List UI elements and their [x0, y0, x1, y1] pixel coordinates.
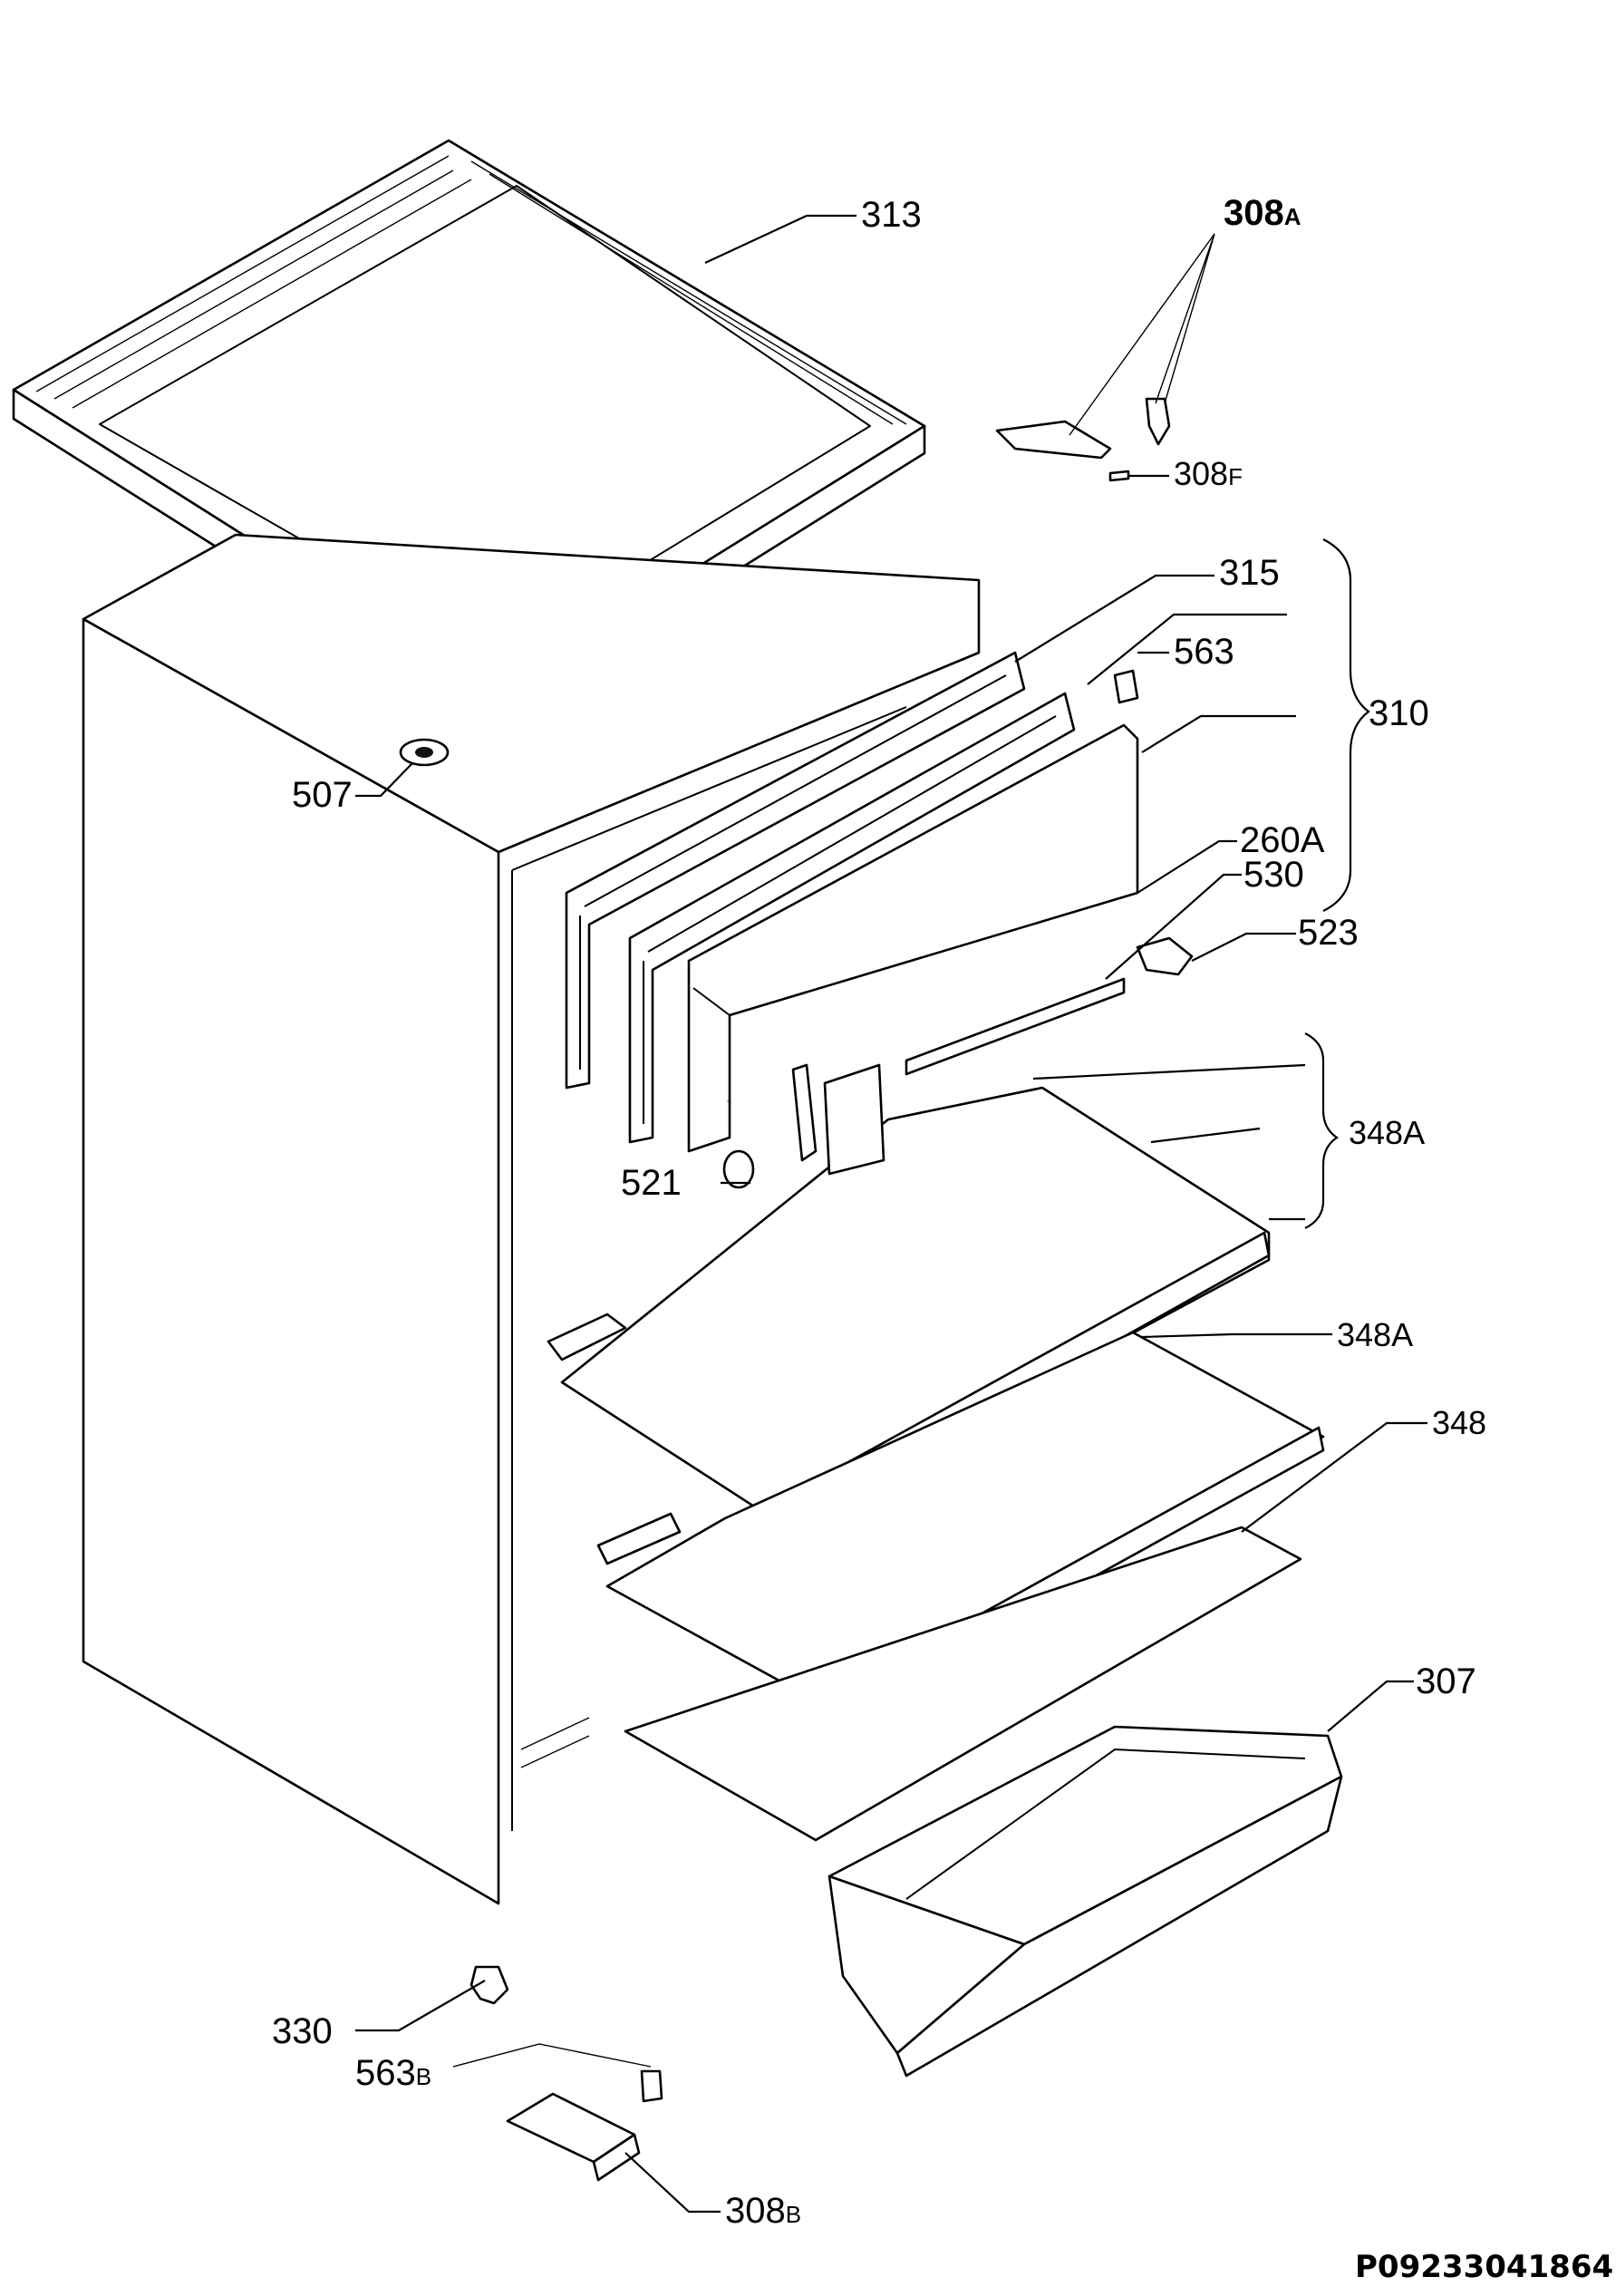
label-310: 310 — [1369, 693, 1429, 733]
label-330: 330 — [272, 2011, 333, 2051]
lamp-part — [905, 977, 1126, 1076]
label-521: 521 — [621, 1163, 682, 1203]
light-cover-part — [823, 1063, 885, 1176]
plug-507-part — [399, 738, 450, 767]
label-260a: 260A — [1240, 820, 1325, 860]
label-348: 348 — [1432, 1404, 1486, 1441]
thermostat-part — [791, 1063, 818, 1162]
label-313: 313 — [861, 195, 922, 235]
cabinet-body — [82, 533, 981, 1905]
crisper-drawer-part — [827, 1725, 1343, 2078]
foot-330-part — [469, 1965, 509, 2005]
label-307: 307 — [1416, 1661, 1476, 1701]
label-315: 315 — [1219, 553, 1280, 593]
door-stop-part — [1136, 936, 1194, 976]
door-assembly — [565, 651, 1139, 1153]
label-563b: 563B — [355, 2053, 431, 2093]
label-563: 563 — [1174, 632, 1234, 672]
knob-part — [722, 1149, 755, 1189]
hinge-308a-part — [995, 397, 1171, 482]
label-507: 507 — [292, 775, 353, 815]
screw-563b-part — [640, 2069, 663, 2103]
label-523: 523 — [1298, 913, 1359, 953]
hinge-308b-part — [506, 2092, 641, 2182]
label-348a-top: 348A — [1349, 1114, 1425, 1151]
bracket-348a — [1304, 1032, 1339, 1229]
drawing-code: P09233041864 — [1355, 2249, 1613, 2285]
label-348a-mid: 348A — [1337, 1316, 1413, 1353]
label-530: 530 — [1243, 855, 1304, 895]
part-labels: 313 308A 308F 315 563 310 507 260A 530 5… — [272, 193, 1486, 2231]
bracket-310 — [1322, 538, 1370, 912]
label-308b: 308B — [725, 2191, 801, 2231]
label-308f: 308F — [1174, 455, 1243, 492]
plug-563-part — [1113, 669, 1139, 704]
glass-shelf-bottom — [624, 1526, 1302, 1842]
label-308a: 308A — [1224, 193, 1302, 233]
leader-lines — [355, 214, 1427, 2214]
